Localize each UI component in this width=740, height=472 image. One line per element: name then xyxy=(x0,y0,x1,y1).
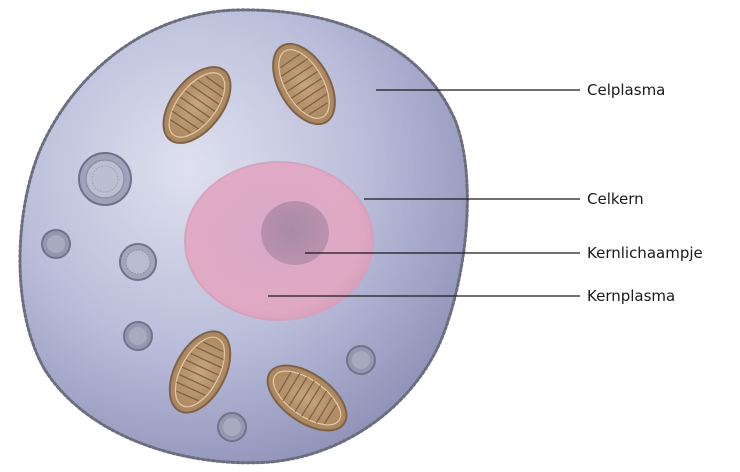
label-celkern: Celkern xyxy=(587,190,644,208)
vesicle-large xyxy=(79,153,131,205)
label-kernplasma: Kernplasma xyxy=(587,287,675,305)
vesicle xyxy=(120,244,156,280)
vesicle xyxy=(42,230,70,258)
label-kernlichaampje: Kernlichaampje xyxy=(587,244,703,262)
nucleolus xyxy=(261,201,329,265)
vesicle xyxy=(124,322,152,350)
vesicle xyxy=(347,346,375,374)
label-celplasma: Celplasma xyxy=(587,81,665,99)
vesicle xyxy=(218,413,246,441)
